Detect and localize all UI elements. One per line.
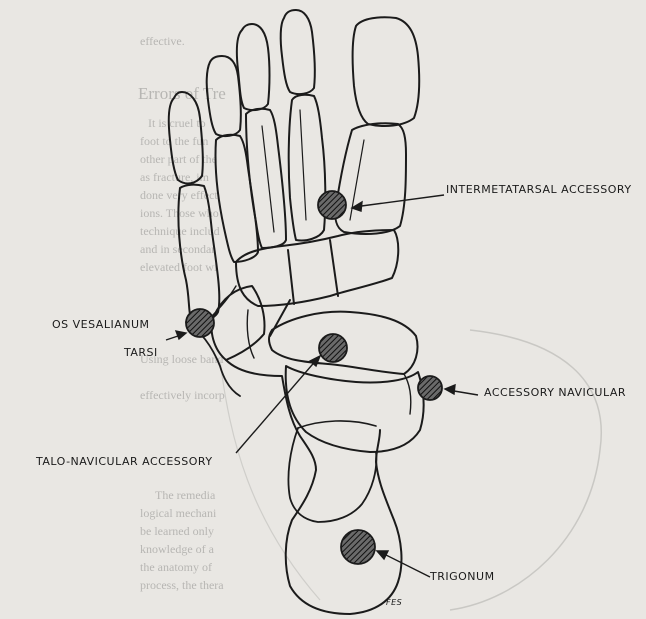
label-tarsi: TARSI <box>124 346 158 359</box>
label-os-vesalianum: OS VESALIANUM <box>52 318 150 331</box>
calcaneus-bone <box>226 360 401 614</box>
os-vesalianum-ossicle <box>186 309 214 337</box>
tarsal-bones <box>212 230 418 374</box>
intermetatarsal-ossicle <box>318 191 346 219</box>
label-accessory-navicular: ACCESSORY NAVICULAR <box>484 386 626 399</box>
artist-signature: FES <box>386 598 402 607</box>
talo-navicular-ossicle <box>319 334 347 362</box>
arrowhead-icon <box>445 385 455 394</box>
bleed-through-outline <box>220 360 320 600</box>
trigonum-ossicle <box>341 530 375 564</box>
arrowhead-icon <box>176 331 186 339</box>
intermetatarsal-arrow <box>354 195 444 207</box>
fourth-toe-bones <box>207 56 258 262</box>
accessory-navicular-ossicle <box>418 376 442 400</box>
fifth-toe-bones <box>169 92 220 321</box>
big-toe-bones <box>335 17 419 234</box>
label-intermetatarsal-accessory: INTERMETATARSAL ACCESSORY <box>446 183 632 196</box>
third-toe-bones <box>237 24 286 248</box>
trigonum-arrow <box>380 552 430 577</box>
talus-bone <box>286 366 424 452</box>
label-talo-navicular-accessory: TALO-NAVICULAR ACCESSORY <box>36 455 213 468</box>
bleed-through-outline <box>450 330 601 610</box>
arrowhead-icon <box>377 551 388 559</box>
label-trigonum: TRIGONUM <box>430 570 495 583</box>
